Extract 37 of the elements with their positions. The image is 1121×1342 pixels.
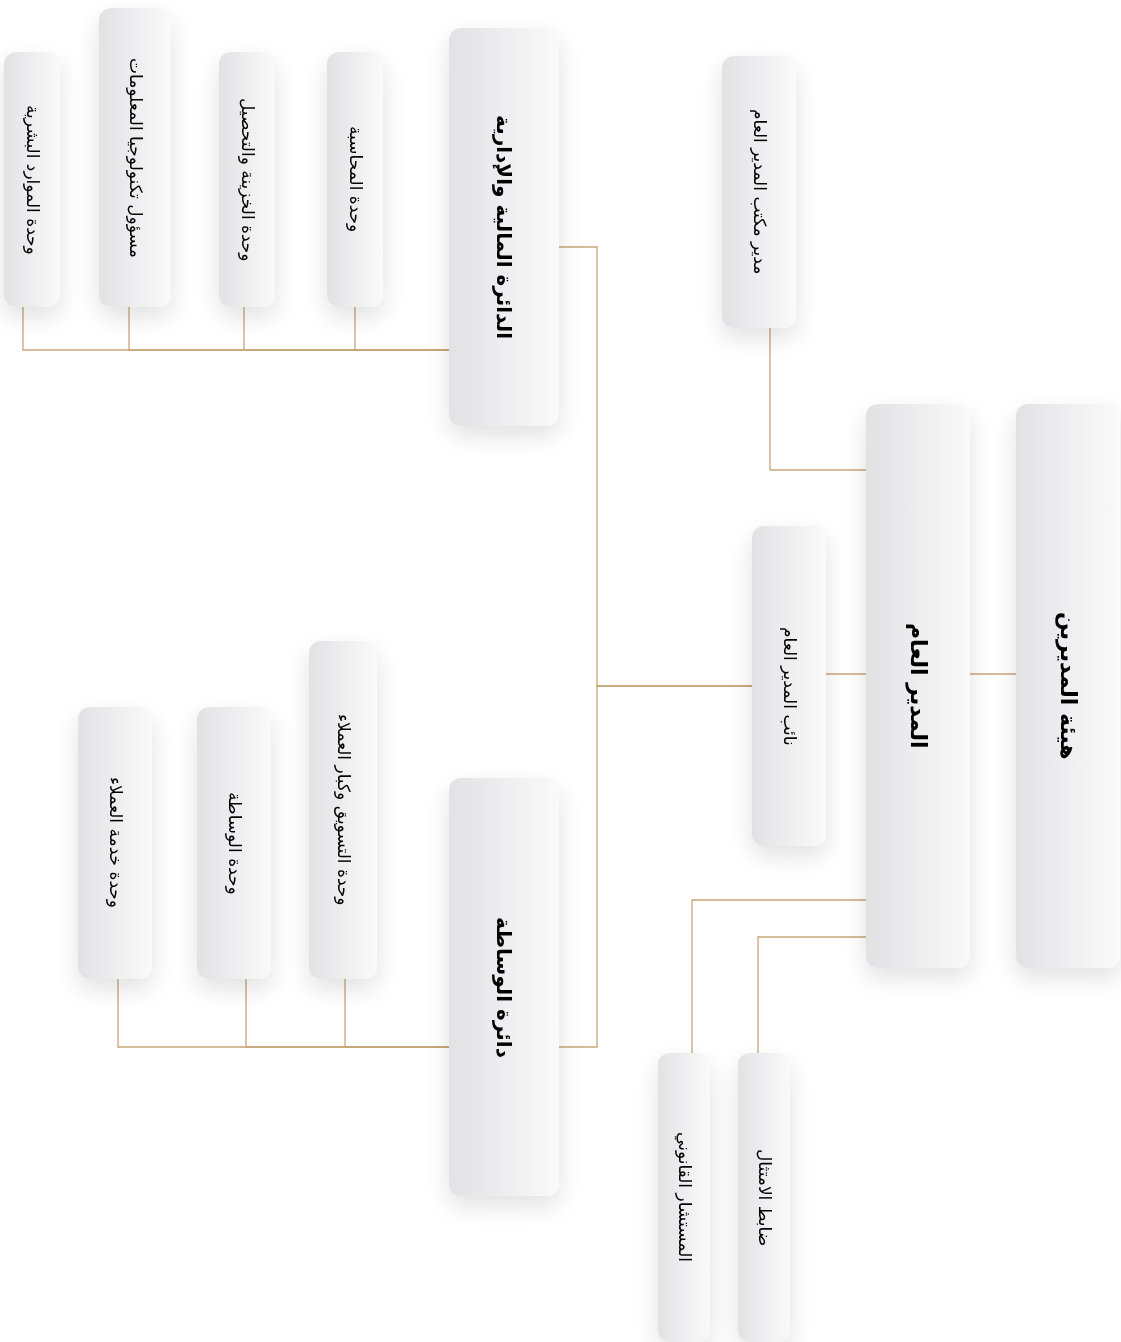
unit-box <box>197 707 271 979</box>
department-box <box>1016 404 1120 968</box>
box-title: وحدة الخزينة والتحصيل <box>238 97 256 262</box>
box-title: دائرة الوساطة <box>494 916 514 1058</box>
connector-line <box>825 673 867 675</box>
box-title: ضابط الامتثال <box>755 1148 773 1247</box>
unit-box <box>327 52 383 307</box>
box-title: هيئة المديرين <box>1057 612 1079 760</box>
connector-line <box>691 899 867 1054</box>
unit-box <box>752 526 826 846</box>
box-title: وحدة التسويق وكبار العملاء <box>334 714 352 906</box>
box-title: الدائرة المالية والإدارية <box>494 115 514 339</box>
unit-box <box>738 1053 790 1342</box>
box-title: المستشار القانوني <box>675 1132 693 1263</box>
unit-box <box>4 52 60 307</box>
box-title: وحدة خدمة العملاء <box>106 777 124 909</box>
connector-line <box>558 685 753 1048</box>
connector-line <box>757 936 867 1054</box>
department-box <box>449 28 559 426</box>
unit-box <box>219 52 275 307</box>
box-title: مسؤول تكنولوجيا المعلومات <box>126 57 144 258</box>
box-title: وحدة الوساطة <box>225 791 243 895</box>
department-box <box>449 778 559 1196</box>
connector-line <box>117 978 450 1048</box>
box-title: وحدة الموارد البشرية <box>23 104 41 255</box>
department-box <box>866 404 970 968</box>
unit-box <box>658 1053 710 1342</box>
box-title: مدير مكتب المدير العام <box>750 109 768 275</box>
box-title: نائب المدير العام <box>780 626 798 746</box>
box-title: وحدة المحاسبة <box>346 126 364 233</box>
unit-box <box>722 56 796 328</box>
connector-line <box>769 327 867 471</box>
unit-box <box>78 707 152 979</box>
connector-line <box>969 673 1017 675</box>
unit-box <box>309 641 377 979</box>
box-title: المدير العام <box>907 623 929 749</box>
unit-box <box>99 8 171 307</box>
